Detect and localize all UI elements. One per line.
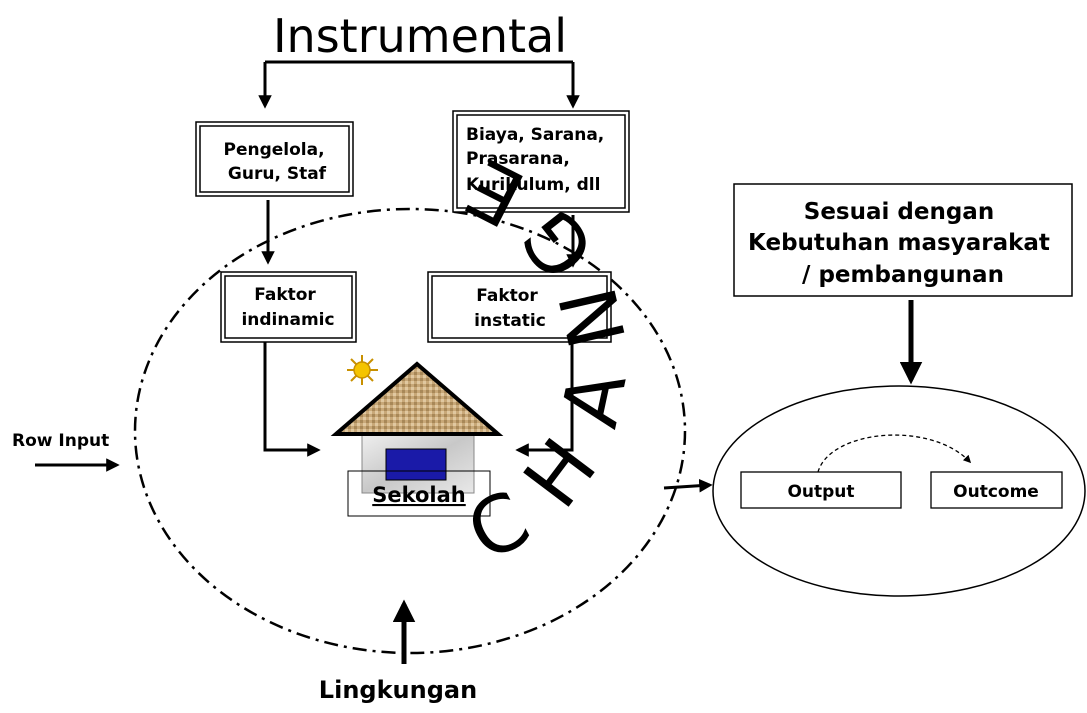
- sesuai-line-1: Sesuai dengan: [804, 199, 994, 225]
- sekolah-label: Sekolah: [347, 470, 491, 517]
- sesuai-line-3: / pembangunan: [802, 262, 1004, 288]
- biaya-line-3: Kurikulum, dll: [466, 175, 600, 195]
- dashed-arc-output-to-outcome: [817, 434, 972, 473]
- school-window: [385, 448, 447, 481]
- pengelola-line-1: Pengelola,: [224, 140, 325, 160]
- biaya-line-1: Biaya, Sarana,: [466, 125, 604, 145]
- arrow-instatic-to-school: [515, 334, 574, 457]
- pengelola-line-2: Guru, Staf: [228, 164, 327, 184]
- svg-text:Pengelola, Guru, Staf: Pengelola, Guru, Staf: [224, 140, 331, 184]
- change-letter-3: A: [545, 364, 644, 435]
- indinamic-line-1: Faktor: [254, 285, 316, 305]
- outcome-box: Outcome: [930, 471, 1063, 509]
- svg-text:Sekolah: Sekolah: [372, 483, 466, 507]
- biaya-line-2: Prasarana,: [466, 149, 570, 169]
- output-outcome-ellipse: [712, 385, 1086, 597]
- svg-text:Sesuai dengan Kebutuhan: Sesuai dengan Kebutuhan masyarakat / pem…: [748, 199, 1058, 288]
- change-letter-2: H: [507, 423, 614, 524]
- instatic-line-1: Faktor: [476, 286, 538, 306]
- output-box: Output: [740, 471, 902, 509]
- sesuai-line-2: Kebutuhan masyarakat: [748, 230, 1050, 256]
- arrow-change-to-outcome: [663, 478, 713, 493]
- svg-text:Outcome: Outcome: [953, 482, 1039, 502]
- svg-text:Faktor instatic: Faktor instatic: [474, 286, 546, 331]
- svg-text:Biaya, Sarana, Prasarana: Biaya, Sarana, Prasarana, Kurikulum, dll: [466, 125, 610, 195]
- sesuai-box: Sesuai dengan Kebutuhan masyarakat / pem…: [733, 183, 1073, 297]
- diagram-title: Instrumental: [273, 9, 567, 63]
- sun-icon: [347, 355, 378, 385]
- school-building-icon: [330, 361, 504, 494]
- biaya-box: Biaya, Sarana, Prasarana, Kurikulum, dll: [452, 110, 630, 213]
- change-ellipse: [133, 207, 687, 655]
- svg-text:Output: Output: [787, 482, 854, 502]
- arrow-indinamic-to-school: [263, 342, 321, 457]
- instatic-line-2: instatic: [474, 311, 546, 331]
- indinamic-line-2: indinamic: [241, 310, 334, 330]
- svg-text:Faktor indinamic: Faktor indinamic: [241, 285, 334, 330]
- pengelola-box: Pengelola, Guru, Staf: [195, 121, 354, 197]
- faktor-indinamic-box: Faktor indinamic: [220, 271, 357, 343]
- title-bracket: [258, 60, 580, 109]
- faktor-instatic-box: Faktor instatic: [427, 271, 612, 343]
- row-input-label: Row Input: [12, 431, 109, 451]
- lingkungan-label: Lingkungan: [319, 676, 477, 704]
